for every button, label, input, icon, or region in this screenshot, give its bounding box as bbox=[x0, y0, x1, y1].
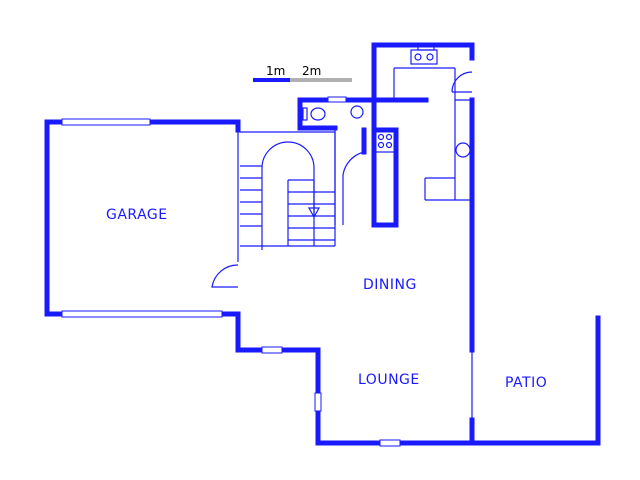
scale-bar: 1m 2m bbox=[253, 64, 352, 82]
lounge-window-left bbox=[314, 392, 322, 412]
garage-door-bottom bbox=[61, 310, 223, 318]
lounge-window-bottom bbox=[379, 439, 401, 447]
room-label-dining: DINING bbox=[363, 277, 417, 293]
room-label-garage: GARAGE bbox=[106, 207, 168, 223]
lounge-window-top bbox=[261, 346, 283, 354]
kitchen-door bbox=[342, 127, 367, 225]
scale-label-1m: 1m bbox=[266, 64, 285, 78]
room-label-lounge: LOUNGE bbox=[358, 372, 420, 388]
garage-door-top bbox=[61, 118, 151, 126]
wc-block bbox=[297, 96, 377, 225]
garage-inner-door bbox=[211, 264, 239, 288]
patio-walls bbox=[469, 315, 601, 446]
lounge-walls bbox=[235, 311, 475, 447]
scale-label-2m: 2m bbox=[302, 64, 321, 78]
wc-window bbox=[327, 96, 347, 103]
staircase bbox=[240, 131, 336, 250]
kitchen-walls bbox=[371, 42, 475, 353]
room-label-patio: PATIO bbox=[505, 375, 547, 391]
garage-walls bbox=[44, 118, 241, 318]
